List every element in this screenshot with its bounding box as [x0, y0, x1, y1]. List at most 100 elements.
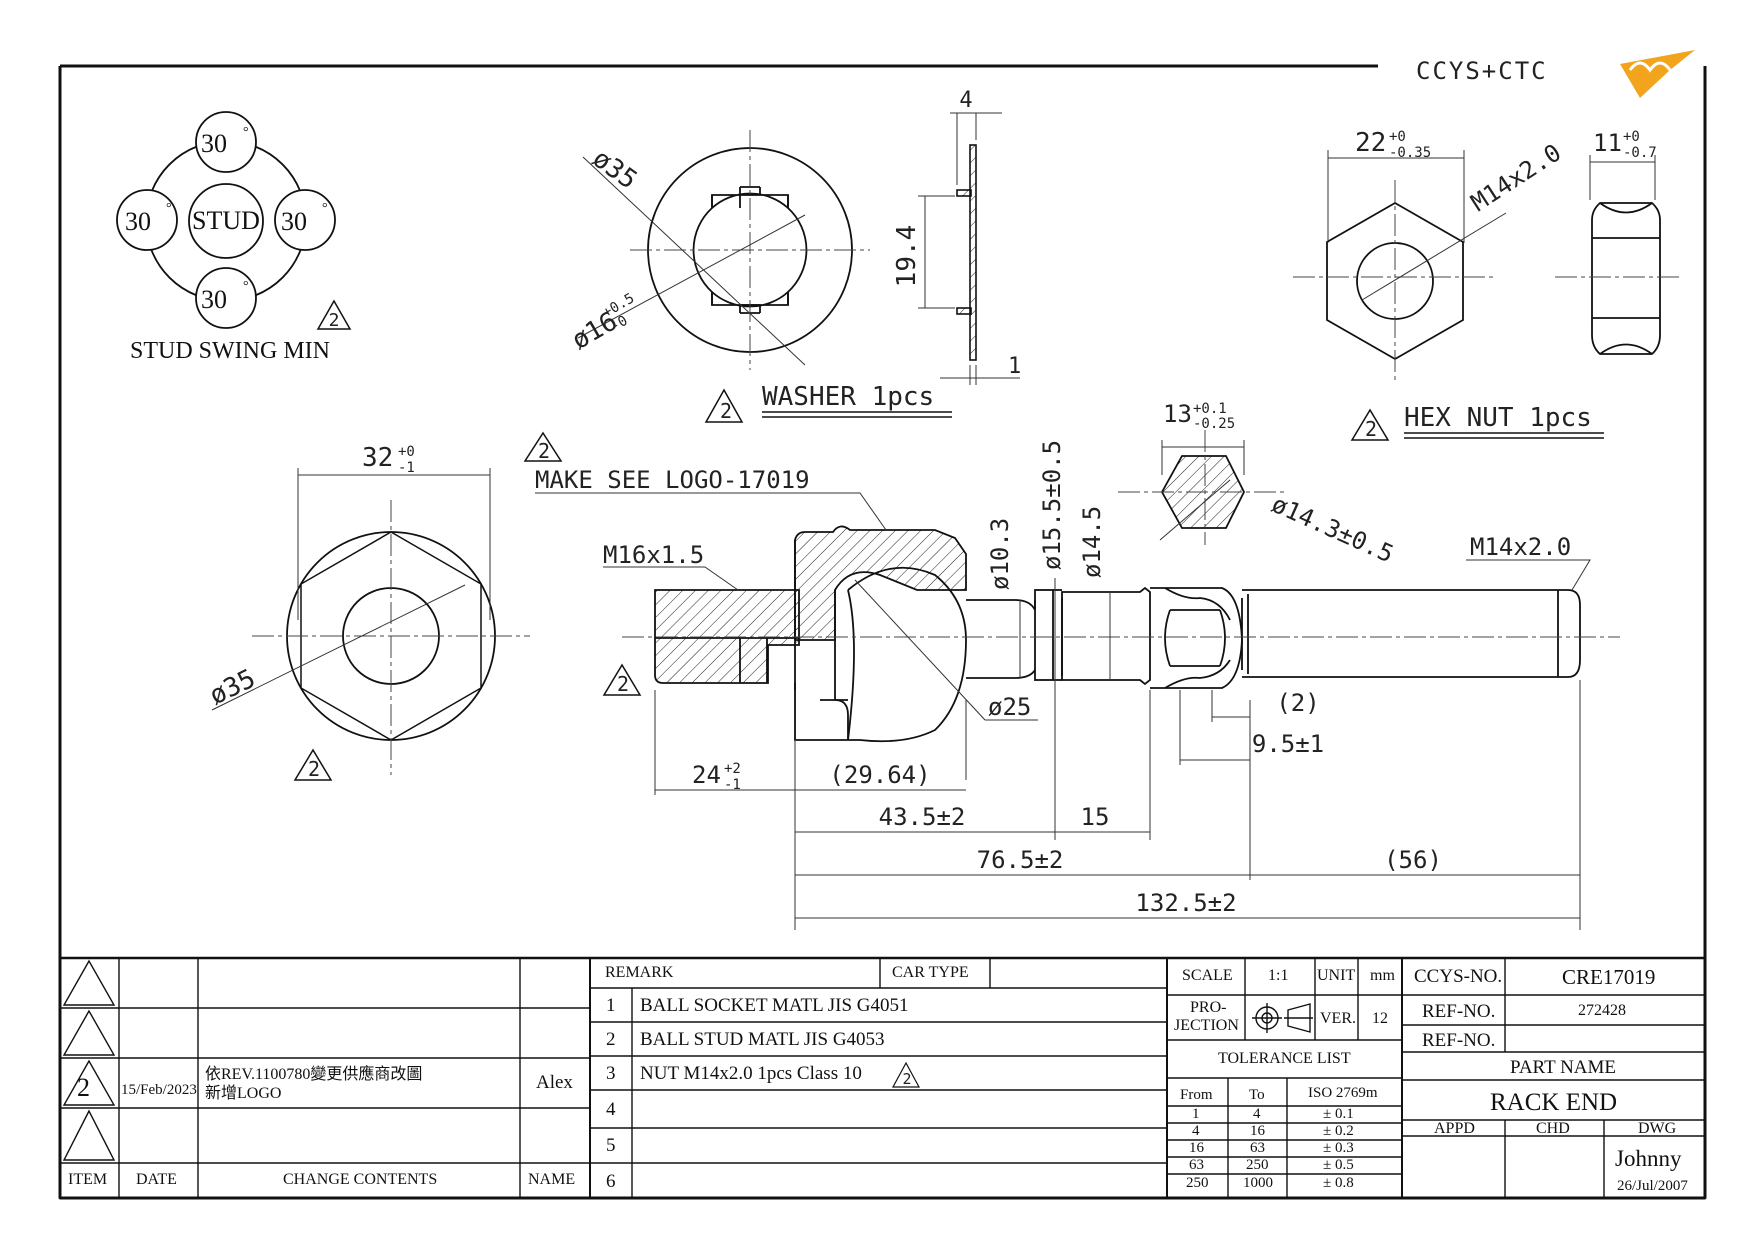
- hex-section-size: 13 +0.1 -0.25: [1163, 400, 1235, 432]
- tol-to-1: 4: [1253, 1106, 1261, 1122]
- car-type-label: CAR TYPE: [892, 964, 969, 981]
- svg-text:-1: -1: [724, 777, 741, 793]
- tol-val-4: ± 0.5: [1323, 1157, 1354, 1173]
- ball-dia: ø25: [988, 693, 1031, 721]
- len-15: 15: [1081, 803, 1110, 831]
- main-centerlines: [622, 430, 1620, 638]
- tol-val-5: ± 0.8: [1323, 1175, 1354, 1191]
- len-765: 76.5±2: [977, 846, 1064, 874]
- len-435: 43.5±2: [879, 803, 966, 831]
- svg-text:+0: +0: [1623, 129, 1640, 145]
- washer-outer-dia: ø35: [587, 144, 643, 196]
- degree-mark-left: °: [166, 201, 172, 216]
- hex-height-dim: 11 +0 -0.7: [1593, 129, 1657, 161]
- svg-text:32: 32: [362, 443, 393, 473]
- degree-mark-right: °: [322, 201, 328, 216]
- hex-nut-side-view: [1591, 202, 1661, 355]
- thread-left: M16x1.5: [603, 541, 704, 569]
- svg-text:-1: -1: [398, 460, 415, 476]
- appd-label: APPD: [1434, 1120, 1475, 1137]
- rack-end-main-view: [654, 525, 1581, 743]
- washer-height: 19.4: [892, 225, 922, 288]
- stud-label: STUD: [192, 206, 260, 235]
- svg-text:+2: +2: [724, 761, 741, 777]
- degree-mark-bottom: °: [243, 279, 249, 294]
- svg-text:+0: +0: [398, 444, 415, 460]
- unit-value: mm: [1370, 967, 1395, 984]
- tol-header-to: To: [1249, 1087, 1265, 1103]
- washer-centerlines: [630, 130, 870, 370]
- rev-name-2: Alex: [536, 1072, 573, 1093]
- remark-no-3: 3: [606, 1063, 616, 1084]
- header-change-contents: CHANGE CONTENTS: [283, 1171, 438, 1188]
- washer-dimension-lines: [577, 156, 806, 366]
- remark-header: REMARK: [605, 964, 674, 981]
- part-name-value: RACK END: [1490, 1089, 1618, 1116]
- tol-from-5: 250: [1186, 1175, 1209, 1191]
- remark-text-2: BALL STUD MATL JIS G4053: [640, 1029, 885, 1050]
- svg-text:11: 11: [1593, 129, 1622, 157]
- remark-text-3: NUT M14x2.0 1pcs Class 10: [640, 1063, 862, 1084]
- thread-length-dim: 24 +2 -1: [692, 761, 741, 793]
- socket-front-centerlines: [252, 500, 530, 775]
- logo-note: MAKE SEE LOGO-17019: [535, 466, 810, 494]
- socket-front-dims: [211, 468, 491, 711]
- tol-from-3: 16: [1189, 1140, 1204, 1156]
- hex-section-dia: ø14.3±0.5: [1268, 490, 1398, 568]
- collar-dia: ø15.5±0.5: [1038, 440, 1066, 570]
- tol-to-3: 63: [1250, 1140, 1265, 1156]
- ver-value: 12: [1372, 1010, 1388, 1027]
- header-date: DATE: [136, 1171, 177, 1188]
- washer-title: WASHER 1pcs: [762, 382, 934, 412]
- svg-text:+0: +0: [1389, 129, 1406, 145]
- tol-to-5: 1000: [1243, 1175, 1273, 1191]
- tol-header-from: From: [1180, 1087, 1213, 1103]
- rev-content-2b: 新增LOGO: [205, 1085, 282, 1102]
- remark-no-6: 6: [606, 1171, 616, 1192]
- front-dia: ø35: [205, 664, 260, 712]
- svg-text:2: 2: [617, 672, 629, 696]
- rev-date-2: 15/Feb/2023: [121, 1082, 197, 1098]
- svg-text:-0.25: -0.25: [1193, 416, 1235, 432]
- svg-text:2: 2: [902, 1070, 911, 1088]
- washer-side-view: [956, 144, 977, 361]
- remark-no-2: 2: [606, 1029, 616, 1050]
- drawn-date: 26/Jul/2007: [1617, 1178, 1688, 1194]
- swing-angle-right: 30: [281, 207, 307, 236]
- stud-swing-diagram: [116, 111, 336, 329]
- main-dimension-lines: [535, 440, 1591, 930]
- ref-no-label: REF-NO.: [1422, 1001, 1496, 1022]
- shaft-dia: ø14.5: [1078, 506, 1106, 578]
- hex-thread-size: M14x2.0: [1466, 138, 1566, 217]
- tol-to-4: 250: [1246, 1157, 1269, 1173]
- tol-from-1: 1: [1192, 1106, 1200, 1122]
- header-item: ITEM: [68, 1171, 108, 1188]
- header-name: NAME: [528, 1171, 576, 1188]
- svg-text:-0.7: -0.7: [1623, 145, 1657, 161]
- front-width-dim: 32 +0 -1: [362, 443, 415, 476]
- washer-inner-dia-group: ø16 +0.5 -0: [567, 290, 637, 355]
- chd-label: CHD: [1536, 1120, 1570, 1137]
- tol-val-2: ± 0.2: [1323, 1123, 1354, 1139]
- remark-rev-triangle: 2: [891, 1061, 921, 1088]
- swing-angle-bottom: 30: [201, 285, 227, 314]
- swing-angle-left: 30: [125, 207, 151, 236]
- ver-label: VER.: [1320, 1010, 1356, 1027]
- svg-text:2: 2: [329, 310, 340, 331]
- remark-no-1: 1: [606, 995, 616, 1016]
- rev-item-2: 2: [77, 1073, 90, 1102]
- projection-label-1: PRO-: [1190, 999, 1227, 1016]
- washer-inner-tol-dn: -0: [608, 313, 631, 335]
- projection-label-2: JECTION: [1174, 1017, 1239, 1034]
- ccys-no-value: CRE17019: [1562, 965, 1656, 989]
- len-total: 132.5±2: [1135, 889, 1236, 917]
- len-2964: (29.64): [829, 761, 930, 789]
- ref-no-value: 272428: [1578, 1002, 1626, 1019]
- ccys-no-label: CCYS-NO.: [1414, 966, 1503, 987]
- tol-to-2: 16: [1250, 1123, 1265, 1139]
- logo-rev-triangle: 2: [523, 431, 563, 463]
- tol-from-4: 63: [1189, 1157, 1204, 1173]
- len-95: 9.5±1: [1252, 730, 1324, 758]
- washer-rev-triangle: 2: [704, 388, 744, 423]
